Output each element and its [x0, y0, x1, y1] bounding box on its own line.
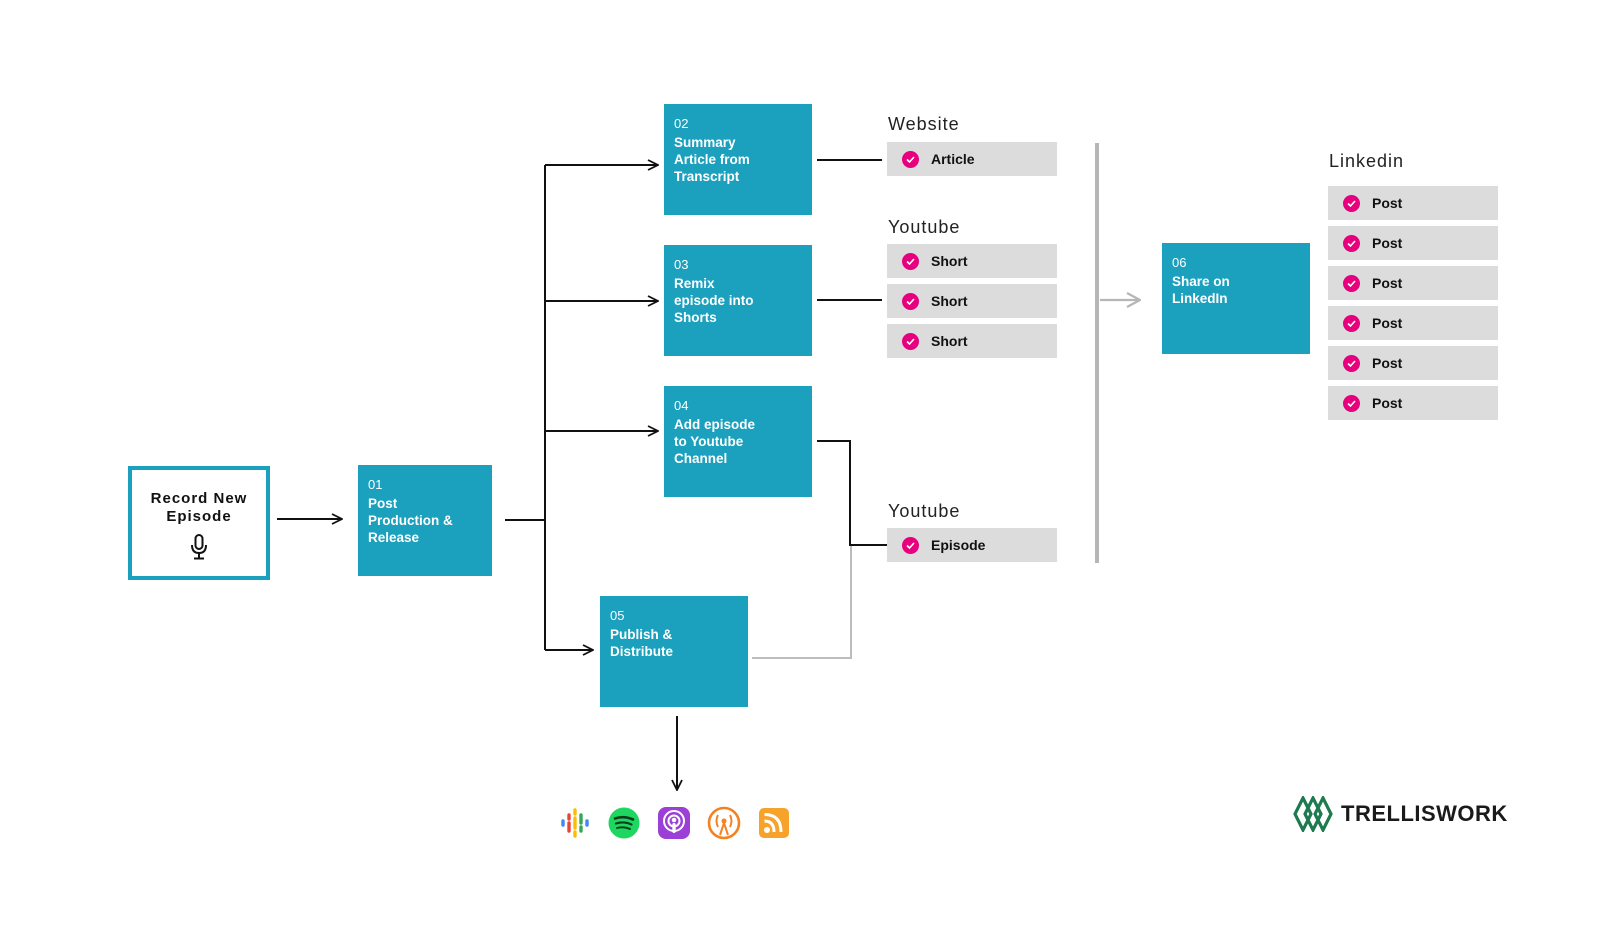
item-label: Post: [1372, 195, 1403, 211]
step-03-remix-shorts[interactable]: 03 Remix episode into Shorts: [664, 245, 812, 356]
rss-icon[interactable]: [757, 806, 791, 840]
step-number: 05: [610, 608, 625, 623]
step-04-add-to-youtube[interactable]: 04 Add episode to Youtube Channel: [664, 386, 812, 497]
youtube-short-item[interactable]: Short: [887, 244, 1057, 278]
record-new-episode-box[interactable]: Record New Episode: [128, 466, 270, 580]
step-05-publish-distribute[interactable]: 05 Publish & Distribute: [600, 596, 748, 707]
linkedin-post-item[interactable]: Post: [1328, 186, 1498, 220]
linkedin-post-item[interactable]: Post: [1328, 226, 1498, 260]
item-label: Post: [1372, 395, 1403, 411]
check-icon: [902, 536, 919, 554]
item-label: Short: [931, 333, 968, 349]
youtube-episode-group-title: Youtube: [888, 501, 961, 521]
website-article-item[interactable]: Article: [887, 142, 1057, 176]
step-06-share-linkedin[interactable]: 06 Share on LinkedIn: [1162, 243, 1310, 354]
step-label: Publish & Distribute: [610, 627, 674, 659]
google-podcasts-icon[interactable]: [558, 806, 592, 840]
step-number: 02: [674, 116, 689, 131]
item-label: Short: [931, 253, 968, 269]
item-label: Short: [931, 293, 968, 309]
check-icon: [902, 292, 919, 310]
youtube-shorts-group-title: Youtube: [888, 217, 961, 237]
check-icon: [1343, 234, 1360, 252]
linkedin-post-item[interactable]: Post: [1328, 306, 1498, 340]
check-icon: [902, 252, 919, 270]
apple-podcasts-icon[interactable]: [657, 806, 691, 840]
check-icon: [1343, 394, 1360, 412]
website-group-title: Website: [888, 114, 960, 134]
step-label: Share on LinkedIn: [1172, 274, 1230, 306]
linkedin-post-item[interactable]: Post: [1328, 346, 1498, 380]
step-number: 01: [368, 477, 383, 492]
item-label: Post: [1372, 235, 1403, 251]
step-label: Summary Article from Transcript: [674, 135, 750, 184]
item-label: Post: [1372, 355, 1403, 371]
microphone-icon: [191, 534, 207, 560]
check-icon: [1343, 274, 1360, 292]
item-label: Post: [1372, 275, 1403, 291]
record-new-episode-title: Record New Episode: [150, 490, 248, 525]
check-icon: [1343, 314, 1360, 332]
step-number: 03: [674, 257, 689, 272]
item-label: Episode: [931, 537, 986, 553]
trelliswork-logo-icon: [1293, 796, 1333, 832]
brand-name: TRELLISWORK: [1341, 801, 1508, 826]
check-icon: [902, 332, 919, 350]
youtube-episode-item[interactable]: Episode: [887, 528, 1057, 562]
linkedin-post-item[interactable]: Post: [1328, 266, 1498, 300]
step-label: Remix episode into Shorts: [674, 276, 754, 325]
trelliswork-brand: TRELLISWORK: [1293, 796, 1508, 832]
step-number: 06: [1172, 255, 1187, 270]
step-label: Add episode to Youtube Channel: [674, 417, 756, 466]
item-label: Post: [1372, 315, 1403, 331]
spotify-icon[interactable]: [607, 806, 641, 840]
linkedin-post-item[interactable]: Post: [1328, 386, 1498, 420]
step-label: Post Production & Release: [368, 496, 453, 545]
youtube-short-item[interactable]: Short: [887, 324, 1057, 358]
check-icon: [1343, 194, 1360, 212]
linkedin-group-title: Linkedin: [1329, 151, 1405, 171]
step-02-summary-article[interactable]: 02 Summary Article from Transcript: [664, 104, 812, 215]
vertical-divider: [1095, 143, 1099, 563]
youtube-short-item[interactable]: Short: [887, 284, 1057, 318]
step-number: 04: [674, 398, 689, 413]
check-icon: [1343, 354, 1360, 372]
overcast-icon[interactable]: [707, 806, 741, 840]
step-01-post-production[interactable]: 01 Post Production & Release: [358, 465, 492, 576]
item-label: Article: [931, 151, 975, 167]
check-icon: [902, 150, 919, 168]
